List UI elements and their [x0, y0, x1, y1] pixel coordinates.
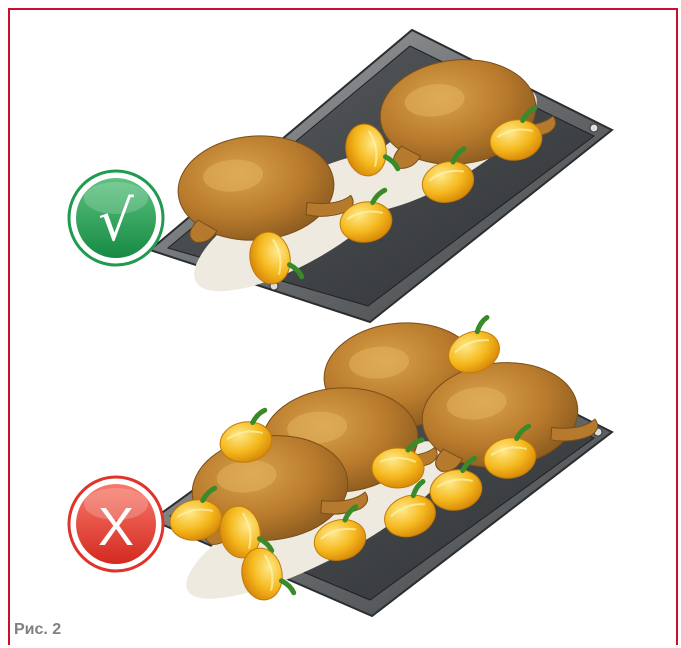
- correct-tray-scene: [150, 30, 612, 322]
- check-icon: √: [69, 171, 163, 265]
- figure-caption: Рис. 2: [14, 621, 61, 639]
- incorrect-tray-scene: [152, 316, 612, 625]
- cross-icon: X: [69, 477, 163, 571]
- svg-text:√: √: [98, 189, 134, 254]
- svg-text:X: X: [98, 497, 134, 557]
